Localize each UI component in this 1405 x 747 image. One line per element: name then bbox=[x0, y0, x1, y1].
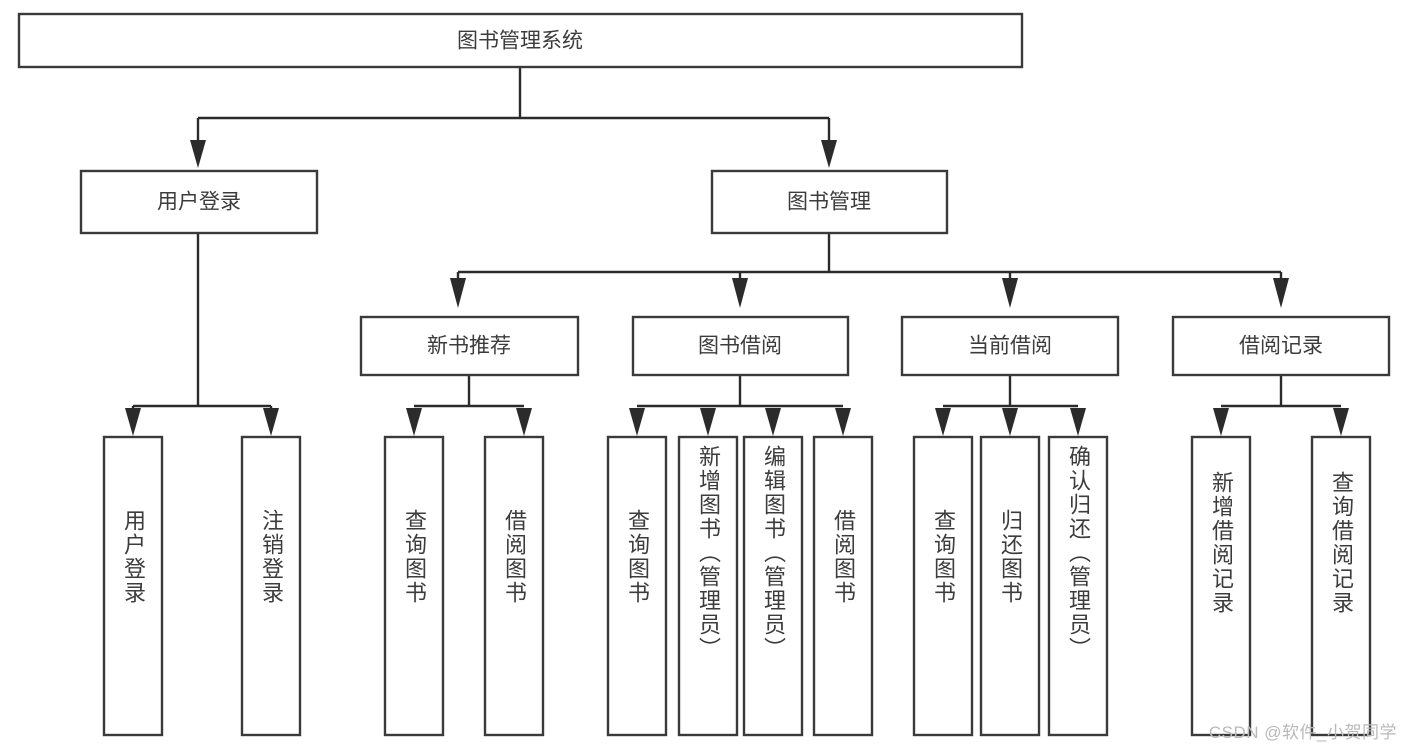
leaf-box-book-borrow-4[interactable] bbox=[812, 435, 874, 737]
arrow-icon-user-login-leaf-2 bbox=[263, 408, 279, 436]
node-current-borrow[interactable]: 当前借阅 bbox=[900, 315, 1120, 377]
leaf-box-new-book-2[interactable] bbox=[483, 435, 545, 737]
node-root-system[interactable]: 图书管理系统 bbox=[17, 12, 1024, 69]
leaf-box-book-borrow-2[interactable] bbox=[677, 435, 739, 737]
leaf-box-book-borrow-3[interactable] bbox=[742, 435, 804, 737]
connector-group-current-borrow bbox=[935, 375, 1086, 436]
leaf-box-current-borrow-2[interactable] bbox=[979, 435, 1041, 737]
connector-group-borrow-record bbox=[1213, 375, 1349, 436]
arrow-icon-book-mgmt-child-2 bbox=[732, 278, 748, 308]
node-root-system-label: 图书管理系统 bbox=[457, 30, 583, 53]
node-book-borrow[interactable]: 图书借阅 bbox=[631, 315, 850, 377]
arrow-icon-book-borrow-leaf-2 bbox=[700, 408, 716, 436]
arrow-icon-new-book-leaf-2 bbox=[516, 408, 532, 436]
arrow-icon-current-borrow-leaf-3 bbox=[1070, 408, 1086, 436]
node-current-borrow-box[interactable] bbox=[900, 315, 1120, 377]
leaf-box-borrow-record-2[interactable] bbox=[1310, 435, 1372, 737]
arrow-icon-book-mgmt-child-1 bbox=[450, 278, 466, 308]
arrow-icon-book-mgmt-child-3 bbox=[1002, 278, 1018, 308]
arrow-icon-book-borrow-leaf-4 bbox=[835, 408, 851, 436]
node-book-borrow-box[interactable] bbox=[631, 315, 850, 377]
connector-group-book-borrow bbox=[629, 375, 851, 436]
leaf-box-current-borrow-3[interactable] bbox=[1047, 435, 1109, 737]
node-borrow-record[interactable]: 借阅记录 bbox=[1171, 315, 1391, 377]
arrow-icon-borrow-record-leaf-2 bbox=[1333, 408, 1349, 436]
leaf-box-user-login-1[interactable] bbox=[102, 435, 164, 737]
leaf-box-user-login-2[interactable] bbox=[240, 435, 302, 737]
node-current-borrow-label: 当前借阅 bbox=[968, 335, 1052, 358]
node-new-book-recommend-label: 新书推荐 bbox=[427, 335, 511, 358]
node-borrow-record-label: 借阅记录 bbox=[1239, 335, 1323, 358]
node-new-book-recommend[interactable]: 新书推荐 bbox=[359, 315, 580, 377]
node-book-management-label: 图书管理 bbox=[787, 191, 871, 214]
node-root-system-box[interactable] bbox=[17, 12, 1024, 69]
leaf-box-current-borrow-1[interactable] bbox=[912, 435, 974, 737]
node-book-management-box[interactable] bbox=[710, 169, 949, 235]
arrow-icon-root-to-user-login bbox=[190, 140, 206, 168]
arrow-icon-book-mgmt-child-4 bbox=[1273, 278, 1289, 308]
connector-group-book-mgmt bbox=[450, 233, 1289, 308]
arrow-icon-new-book-leaf-1 bbox=[406, 408, 422, 436]
node-book-management[interactable]: 图书管理 bbox=[710, 169, 949, 235]
connector-group-new-book bbox=[406, 375, 532, 436]
arrow-icon-root-to-book-mgmt bbox=[821, 140, 837, 168]
node-user-login-label: 用户登录 bbox=[157, 191, 241, 214]
leaf-box-borrow-record-1[interactable] bbox=[1190, 435, 1252, 737]
node-book-borrow-label: 图书借阅 bbox=[698, 335, 782, 358]
node-user-login-box[interactable] bbox=[79, 169, 319, 235]
node-borrow-record-box[interactable] bbox=[1171, 315, 1391, 377]
arrow-icon-current-borrow-leaf-1 bbox=[935, 408, 951, 436]
leaf-box-book-borrow-1[interactable] bbox=[606, 435, 668, 737]
arrow-icon-borrow-record-leaf-1 bbox=[1213, 408, 1229, 436]
arrow-icon-current-borrow-leaf-2 bbox=[1002, 408, 1018, 436]
arrow-icon-user-login-leaf-1 bbox=[125, 408, 141, 436]
arrow-icon-book-borrow-leaf-1 bbox=[629, 408, 645, 436]
node-new-book-recommend-box[interactable] bbox=[359, 315, 580, 377]
leaf-box-new-book-1[interactable] bbox=[383, 435, 445, 737]
arrow-icon-book-borrow-leaf-3 bbox=[765, 408, 781, 436]
csdn-watermark: CSDN @软件_小贺同学 bbox=[1208, 723, 1397, 742]
connector-group-user-login bbox=[125, 233, 279, 436]
node-user-login[interactable]: 用户登录 bbox=[79, 169, 319, 235]
connector-group-root bbox=[190, 67, 837, 168]
